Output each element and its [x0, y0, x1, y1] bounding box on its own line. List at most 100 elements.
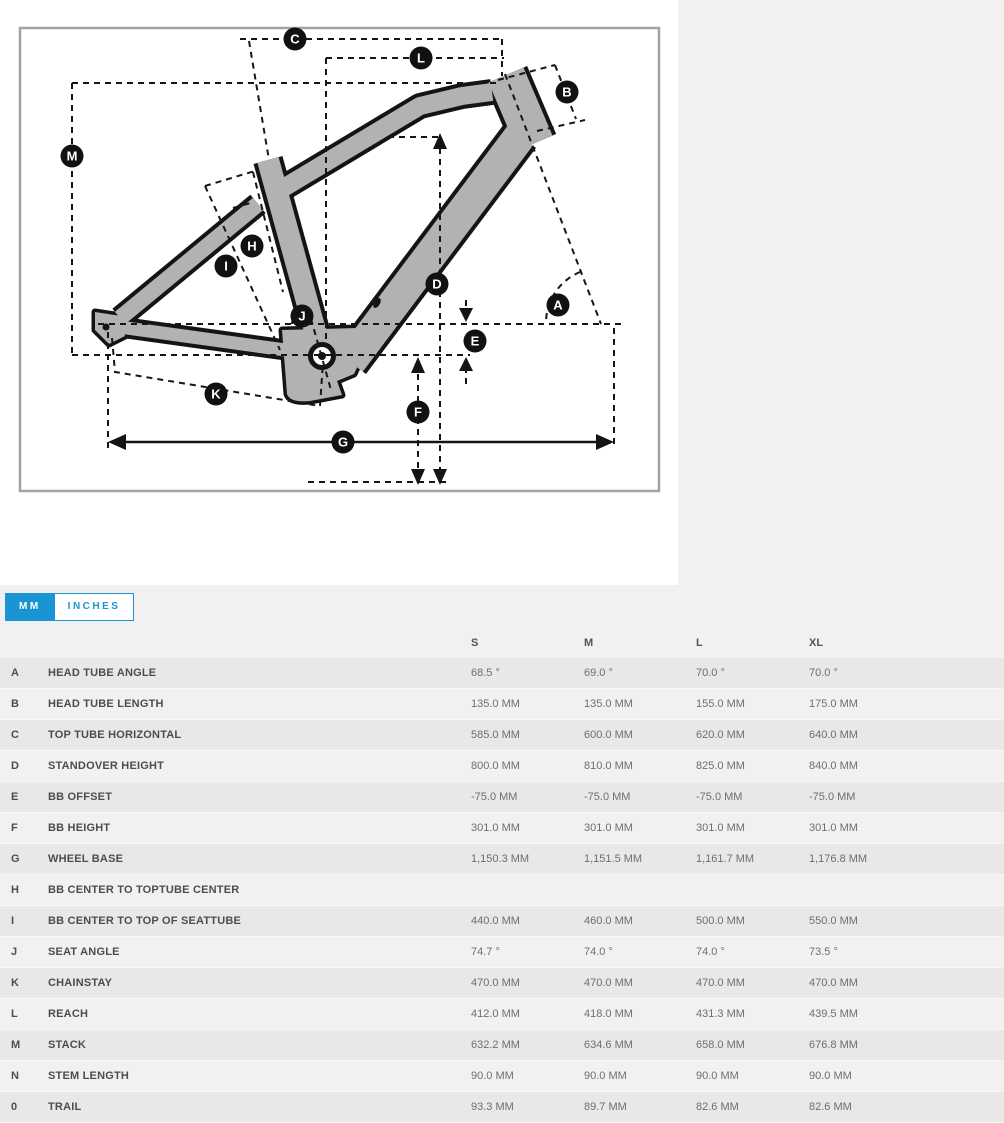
diagram-label-G: G — [331, 430, 355, 454]
row-letter: L — [11, 1008, 18, 1020]
svg-text:J: J — [298, 309, 305, 324]
row-value: 460.0 MM — [584, 915, 633, 927]
row-name: REACH — [48, 1008, 89, 1020]
dim-tick-headtube-bottom — [536, 119, 586, 132]
dim-tick-toptube-center — [232, 201, 255, 209]
row-name: STACK — [48, 1039, 87, 1051]
row-name: BB CENTER TO TOPTUBE CENTER — [48, 884, 240, 896]
row-value: 585.0 MM — [471, 729, 520, 741]
diagram-labels: A B C D E F G HI J K L M — [60, 27, 579, 454]
dim-line-seattube-i — [204, 185, 281, 351]
diagram-label-B: B — [555, 80, 579, 104]
row-letter: K — [11, 977, 19, 989]
row-value: 632.2 MM — [471, 1039, 520, 1051]
dimension-lines — [71, 38, 625, 483]
diagram-label-K: K — [204, 382, 228, 406]
row-value: -75.0 MM — [696, 791, 743, 803]
row-value: 800.0 MM — [471, 760, 520, 772]
row-value: 82.6 MM — [696, 1101, 739, 1113]
row-value: 135.0 MM — [471, 698, 520, 710]
svg-text:F: F — [414, 405, 422, 420]
rear-axle-dot — [102, 323, 110, 331]
dim-line-head-axis — [504, 73, 602, 325]
arrow-standover-bottom — [433, 469, 447, 485]
row-letter: H — [11, 884, 19, 896]
row-letter: M — [11, 1039, 21, 1051]
row-name: HEAD TUBE LENGTH — [48, 698, 164, 710]
row-name: BB HEIGHT — [48, 822, 111, 834]
dim-connector-headtube-b — [554, 64, 577, 120]
row-value: 70.0 ° — [696, 667, 725, 679]
arrow-bboffset-up — [459, 357, 473, 371]
svg-text:D: D — [432, 277, 441, 292]
row-value: 634.6 MM — [584, 1039, 633, 1051]
row-value: 470.0 MM — [696, 977, 745, 989]
svg-text:A: A — [553, 298, 563, 313]
row-value: 90.0 MM — [471, 1070, 514, 1082]
arrow-wheelbase-right — [596, 434, 614, 450]
row-value: 1,150.3 MM — [471, 853, 530, 865]
diagram-label-C: C — [283, 27, 307, 51]
row-value: 70.0 ° — [809, 667, 838, 679]
row-value: 431.3 MM — [696, 1008, 745, 1020]
row-value: 89.7 MM — [584, 1101, 627, 1113]
row-value: 74.0 ° — [696, 946, 725, 958]
row-value: 301.0 MM — [471, 822, 520, 834]
dim-tick-seattube-top — [204, 169, 259, 187]
diagram-label-I: I — [214, 254, 238, 278]
row-value: -75.0 MM — [809, 791, 856, 803]
row-value: 69.0 ° — [584, 667, 613, 679]
table-row-H: H BB CENTER TO TOPTUBE CENTER — [0, 875, 1004, 906]
size-header-XL: XL — [809, 637, 824, 649]
row-value: 175.0 MM — [809, 698, 858, 710]
row-value: 74.7 ° — [471, 946, 500, 958]
svg-text:C: C — [290, 32, 300, 47]
row-name: SEAT ANGLE — [48, 946, 120, 958]
diagram-label-D: D — [425, 272, 449, 296]
row-value: 418.0 MM — [584, 1008, 633, 1020]
row-name: TOP TUBE HORIZONTAL — [48, 729, 182, 741]
row-value: 1,161.7 MM — [696, 853, 755, 865]
diagram-label-M: M — [60, 144, 84, 168]
row-value: 90.0 MM — [584, 1070, 627, 1082]
dim-arc-head-angle-a — [544, 271, 581, 325]
size-header-M: M — [584, 637, 594, 649]
row-letter: I — [11, 915, 15, 927]
geometry-diagram-svg: A B C D E F G HI J K L M — [18, 26, 661, 493]
row-letter: F — [11, 822, 18, 834]
svg-text:L: L — [417, 51, 425, 66]
row-value: 73.5 ° — [809, 946, 838, 958]
row-letter: N — [11, 1070, 19, 1082]
row-value: 470.0 MM — [584, 977, 633, 989]
row-value: 600.0 MM — [584, 729, 633, 741]
row-name: STANDOVER HEIGHT — [48, 760, 165, 772]
dimension-arrowheads — [108, 133, 614, 485]
diagram-label-E: E — [463, 329, 487, 353]
arrow-bbheight-top — [411, 357, 425, 373]
row-letter: A — [11, 667, 19, 679]
inches-button[interactable]: INCHES — [54, 593, 135, 621]
row-value: 82.6 MM — [809, 1101, 852, 1113]
row-name: WHEEL BASE — [48, 853, 124, 865]
row-value: 640.0 MM — [809, 729, 858, 741]
row-value: 93.3 MM — [471, 1101, 514, 1113]
svg-text:H: H — [247, 239, 256, 254]
row-name: CHAINSTAY — [48, 977, 113, 989]
row-value: 470.0 MM — [471, 977, 520, 989]
diagram-label-F: F — [406, 400, 430, 424]
diagram-border — [18, 26, 661, 493]
svg-text:B: B — [562, 85, 571, 100]
row-letter: J — [11, 946, 18, 958]
mm-button[interactable]: MM — [5, 593, 55, 621]
diagram-label-A: A — [546, 293, 570, 317]
